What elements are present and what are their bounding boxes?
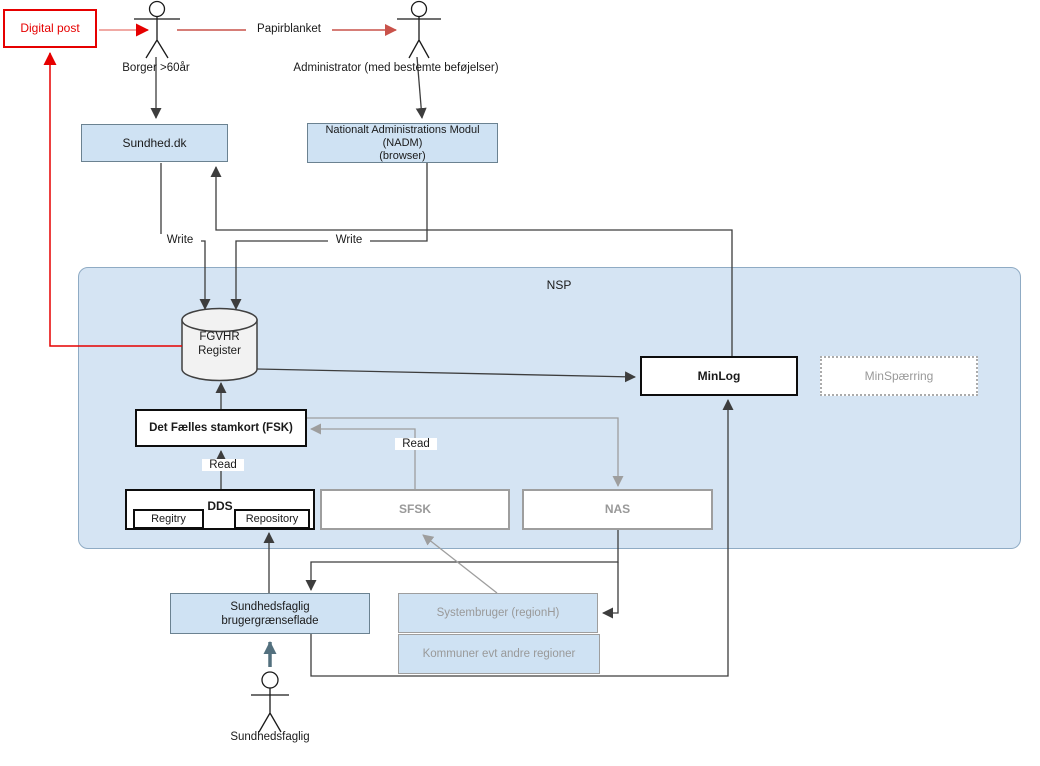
edge-fgvhr-to-digitalpost <box>43 52 182 347</box>
kommuner-label: Kommuner evt andre regioner <box>422 647 576 660</box>
dds-label: DDS <box>207 499 233 513</box>
borger-actor-label: Borger >60år <box>122 62 190 74</box>
edge-fgvhr-to-minlog <box>256 368 636 383</box>
systembruger-box: Systembruger (regionH) <box>398 593 598 633</box>
edge-nas-to-systembruger <box>602 562 619 619</box>
dds-repository-label: Repository <box>245 513 299 525</box>
sundhedsfaglig-ui-line2: brugergrænseflade <box>221 614 319 627</box>
systembruger-label: Systembruger (regionH) <box>436 606 560 619</box>
kommuner-box: Kommuner evt andre regioner <box>398 634 600 674</box>
edge-sfsk-read-to-fsk <box>310 423 416 489</box>
fgvhr-register-cylinder <box>181 307 258 382</box>
sundhed-dk-box: Sundhed.dk <box>81 124 228 162</box>
edge-sundhedsfaglig-ui-to-minlog <box>310 399 734 677</box>
edge-administrator-to-nadm <box>415 56 427 119</box>
nadm-box: Nationalt Administrations Modul (NADM) (… <box>307 123 498 163</box>
dds-registry-label: Regitry <box>151 513 186 525</box>
dds-repository-box: Repository <box>234 509 310 529</box>
administrator-actor-label: Administrator (med bestemte beføjelser) <box>293 62 499 74</box>
nadm-label-line3: (browser) <box>379 149 426 162</box>
sundhedsfaglig-actor-label: Sundhedsfaglig <box>230 731 310 743</box>
sundhedsfaglig-ui-line1: Sundhedsfaglig <box>230 600 310 613</box>
minlog-label: MinLog <box>697 368 741 383</box>
fgvhr-label-line1: FGVHR <box>199 331 240 343</box>
digital-post-label: Digital post <box>20 21 80 35</box>
nas-label: NAS <box>604 502 631 516</box>
read-dds-edge-label: Read <box>202 459 244 471</box>
edge-nas-to-sundhedsfaglig-ui <box>305 530 619 591</box>
sfsk-box: SFSK <box>320 489 510 530</box>
edge-fsk-to-nas <box>307 417 624 487</box>
digital-post-box: Digital post <box>3 9 97 48</box>
fgvhr-label-line2: Register <box>198 345 241 357</box>
fsk-label: Det Fælles stamkort (FSK) <box>149 421 293 434</box>
dds-registry-box: Regitry <box>133 509 204 529</box>
borger-actor-figure <box>134 0 180 59</box>
dds-box: DDS Regitry Repository <box>125 489 315 530</box>
administrator-actor-figure <box>397 0 441 59</box>
fsk-box: Det Fælles stamkort (FSK) <box>135 409 307 447</box>
edge-minlog-to-sundheddk <box>210 166 733 356</box>
sundhedsfaglig-actor-figure <box>251 671 289 733</box>
fgvhr-register-label: FGVHR Register <box>182 330 257 358</box>
minspaerring-box: MinSpærring <box>820 356 978 396</box>
edge-systembruger-to-sfsk <box>422 534 498 594</box>
minspaerring-label: MinSpærring <box>864 368 934 383</box>
nsp-label: NSP <box>546 278 572 292</box>
read-sfsk-edge-label: Read <box>395 438 437 450</box>
nadm-label-line2: (NADM) <box>382 136 423 149</box>
papirblanket-edge-label: Papirblanket <box>246 23 332 35</box>
write-sundhed-edge-label: Write <box>159 234 201 246</box>
nadm-label-line1: Nationalt Administrations Modul <box>325 123 480 136</box>
minlog-box: MinLog <box>640 356 798 396</box>
nas-box: NAS <box>522 489 713 530</box>
sundhedsfaglig-ui-box: Sundhedsfaglig brugergrænseflade <box>170 593 370 634</box>
sfsk-label: SFSK <box>398 502 431 516</box>
sundhed-dk-label: Sundhed.dk <box>122 135 187 150</box>
write-nadm-edge-label: Write <box>328 234 370 246</box>
